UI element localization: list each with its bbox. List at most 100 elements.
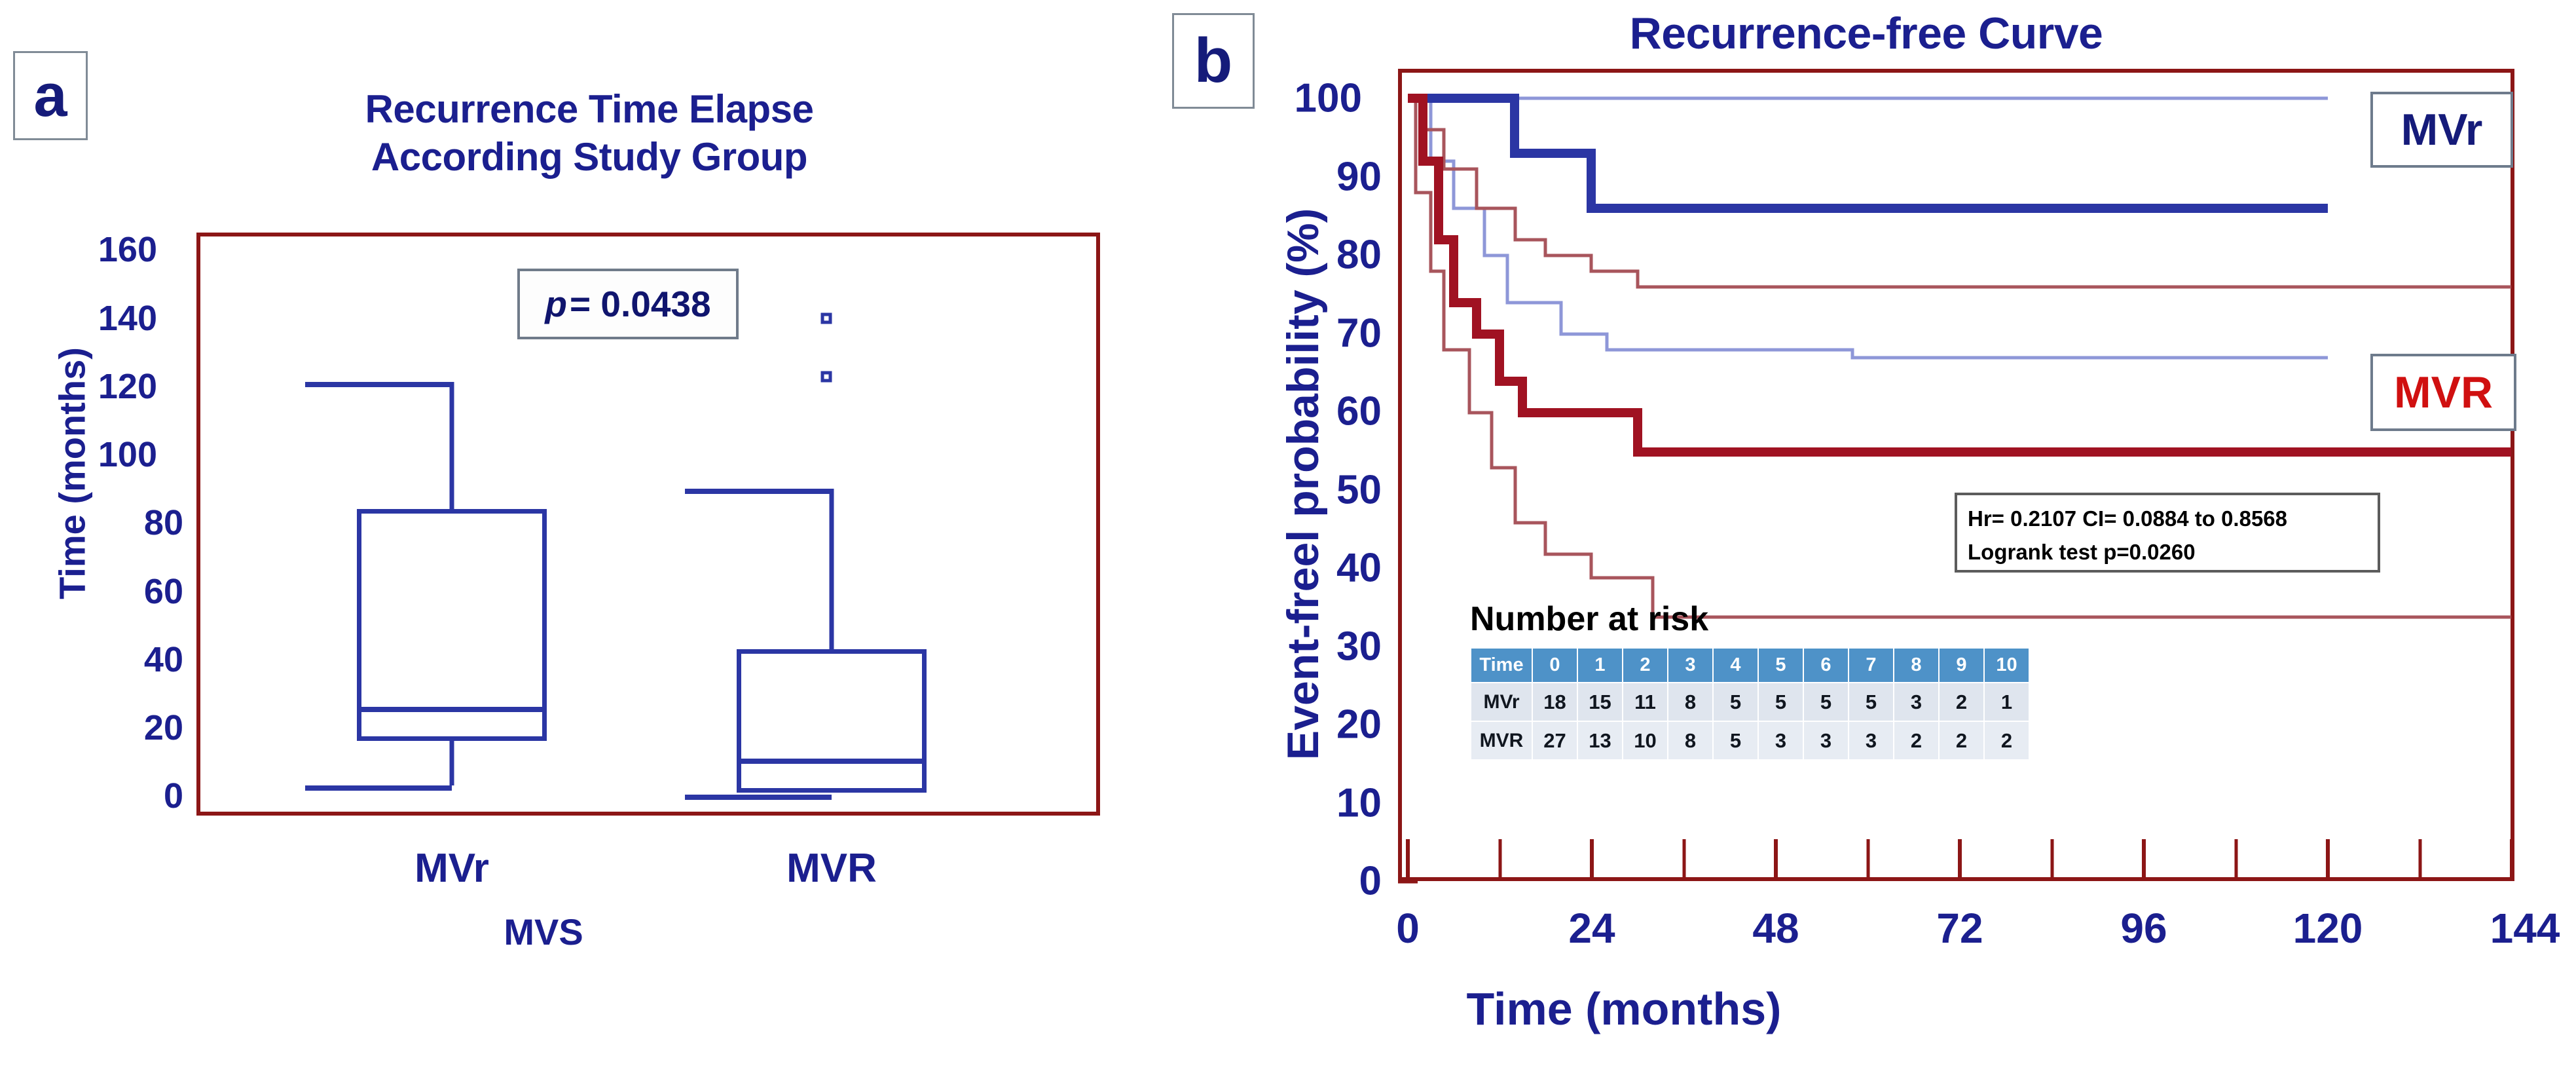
mvr-median — [357, 707, 547, 712]
risk-MVR-0: 27 — [1533, 722, 1577, 759]
risk-MVR-1: 13 — [1578, 722, 1622, 759]
MVR-outlier-140 — [820, 312, 832, 324]
table-row: MVr 18 15 11 8 5 5 5 5 3 2 1 — [1471, 683, 2029, 721]
b-ytick-70: 70 — [1336, 311, 1382, 356]
risk-header-6: 6 — [1804, 649, 1848, 682]
b-xtick-mark-60 — [1866, 839, 1870, 881]
b-xtick-96: 96 — [2120, 905, 2167, 952]
risk-MVR-5: 3 — [1759, 722, 1803, 759]
km-ci-MVR-lower — [1408, 96, 2511, 619]
risk-table-header-row: Time 0 1 2 3 4 5 6 7 8 9 10 — [1471, 649, 2029, 682]
MVR-whisker-upper — [829, 489, 834, 649]
a-ytick-140: 140 — [98, 299, 157, 338]
b-xtick-48: 48 — [1752, 905, 1799, 952]
risk-header-5: 5 — [1759, 649, 1803, 682]
risk-mvr-6: 5 — [1804, 683, 1848, 721]
pvalue-italic-p: p — [545, 284, 567, 324]
risk-MVR-6: 3 — [1804, 722, 1848, 759]
number-at-risk-table: Time 0 1 2 3 4 5 6 7 8 9 10 MVr 18 15 11… — [1470, 647, 2030, 761]
km-curves-svg — [1408, 94, 2511, 619]
b-xtick-144: 144 — [2490, 905, 2560, 952]
panel-a-x-axis-title: MVS — [504, 911, 583, 952]
risk-header-2: 2 — [1623, 649, 1667, 682]
risk-header-7: 7 — [1849, 649, 1893, 682]
b-xtick-mark-144 — [2510, 839, 2514, 881]
MVR-cap-lower — [685, 795, 832, 800]
risk-header-9: 9 — [1940, 649, 1983, 682]
b-xtick-0: 0 — [1396, 905, 1420, 952]
a-ytick-100: 100 — [98, 435, 157, 474]
risk-header-time: Time — [1471, 649, 1532, 682]
risk-MVR-9: 2 — [1940, 722, 1983, 759]
b-xtick-mark-96 — [2142, 839, 2146, 881]
risk-mvr-9: 2 — [1940, 683, 1983, 721]
risk-mvr-3: 8 — [1668, 683, 1712, 721]
b-ytick-10: 10 — [1336, 780, 1382, 826]
risk-header-8: 8 — [1894, 649, 1938, 682]
MVR-cap-upper — [685, 489, 832, 494]
a-ytick-120: 120 — [98, 367, 157, 406]
mvr-box — [357, 509, 547, 741]
legend-MVR: MVR — [2370, 354, 2516, 431]
b-xtick-24: 24 — [1568, 905, 1615, 952]
risk-mvr-0: 18 — [1533, 683, 1577, 721]
risk-mvr-1: 15 — [1578, 683, 1622, 721]
panel-a-title: Recurrence Time Elapse According Study G… — [282, 85, 897, 181]
b-xtick-mark-36 — [1682, 839, 1686, 881]
a-ytick-80: 80 — [143, 503, 183, 542]
b-ytick-100: 100 — [1294, 75, 1362, 121]
pvalue-number: = 0.0438 — [569, 284, 711, 324]
km-curve-mvr — [1408, 94, 2328, 213]
risk-mvr-10: 1 — [1985, 683, 2029, 721]
b-xtick-mark-24 — [1590, 839, 1594, 881]
number-at-risk-title: Number at risk — [1470, 600, 1709, 638]
km-curve-MVR — [1408, 94, 2511, 457]
a-ytick-160: 160 — [98, 230, 157, 269]
b-ytick-50: 50 — [1336, 467, 1382, 513]
MVR-median — [737, 759, 927, 764]
panel-b-label: b — [1172, 13, 1255, 109]
risk-mvr-5: 5 — [1759, 683, 1803, 721]
b-xtick-mark-132 — [2418, 839, 2422, 881]
risk-mvr-7: 5 — [1849, 683, 1893, 721]
risk-MVR-2: 10 — [1623, 722, 1667, 759]
mvr-cap-lower — [305, 785, 452, 791]
b-ytick-40: 40 — [1336, 545, 1382, 591]
b-xtick-72: 72 — [1936, 905, 1983, 952]
b-tick-major-0 — [1398, 878, 1418, 884]
b-xtick-mark-72 — [1958, 839, 1962, 881]
risk-MVR-7: 3 — [1849, 722, 1893, 759]
risk-mvr-8: 3 — [1894, 683, 1938, 721]
a-ytick-20: 20 — [143, 708, 183, 747]
a-ytick-60: 60 — [143, 572, 183, 611]
b-xtick-mark-108 — [2234, 839, 2238, 881]
risk-mvr-4: 5 — [1714, 683, 1757, 721]
b-xtick-mark-48 — [1774, 839, 1778, 881]
b-ytick-90: 90 — [1336, 154, 1382, 200]
b-xtick-mark-120 — [2326, 839, 2330, 881]
b-ytick-80: 80 — [1336, 232, 1382, 278]
MVR-box — [737, 649, 927, 793]
risk-header-1: 1 — [1578, 649, 1622, 682]
b-ytick-60: 60 — [1336, 388, 1382, 434]
b-xtick-mark-0 — [1406, 839, 1410, 881]
risk-header-4: 4 — [1714, 649, 1757, 682]
mvr-whisker-lower — [449, 741, 454, 785]
panel-a-label: a — [13, 51, 88, 140]
panel-a-title-line2: According Study Group — [371, 135, 808, 179]
a-group-label-MVR: MVR — [786, 846, 877, 891]
risk-MVR-10: 2 — [1985, 722, 2029, 759]
table-row: MVR 27 13 10 8 5 3 3 3 2 2 2 — [1471, 722, 2029, 759]
risk-MVR-3: 8 — [1668, 722, 1712, 759]
km-ci-MVR-upper — [1408, 96, 2511, 289]
risk-row-mvr-label: MVr — [1471, 683, 1532, 721]
a-ytick-40: 40 — [143, 640, 183, 679]
stats-hr-ci: Hr= 0.2107 CI= 0.0884 to 0.8568 — [1968, 506, 2288, 531]
km-ci-mvr-lower — [1408, 96, 2328, 360]
mvr-whisker-upper — [449, 382, 454, 509]
risk-MVR-8: 2 — [1894, 722, 1938, 759]
mvr-cap-upper — [305, 382, 452, 387]
b-xtick-mark-12 — [1498, 839, 1502, 881]
panel-a-pvalue-badge: p= 0.0438 — [517, 269, 739, 339]
